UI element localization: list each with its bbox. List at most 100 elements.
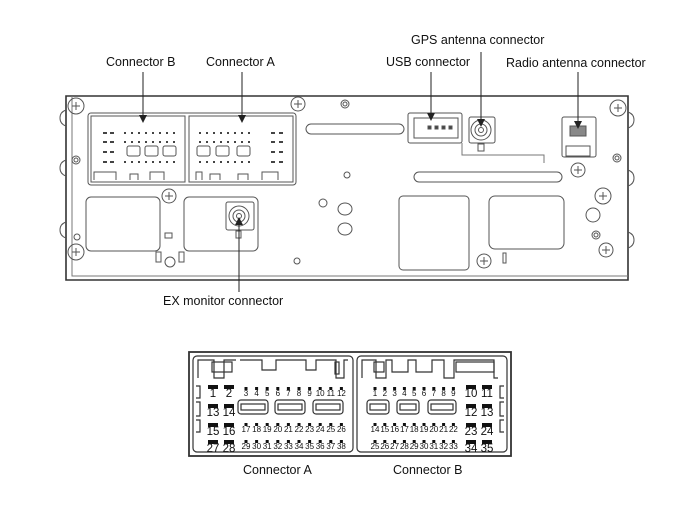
unit-pin-dot (220, 161, 222, 163)
pin-marker (393, 423, 397, 426)
connector-a-pin: 8 (297, 387, 302, 398)
unit-pin-dot (241, 161, 243, 163)
pin-number: 20 (273, 425, 282, 434)
pin-number: 18 (410, 425, 419, 434)
unit-pin-dot (199, 161, 201, 163)
connector-a-pin: 27 (207, 440, 219, 455)
pin-marker (466, 385, 476, 389)
callout-connector-b: Connector B (106, 55, 176, 69)
callout-connector-a: Connector A (206, 55, 275, 69)
pin-marker (318, 387, 322, 390)
connector-a-pin: 13 (207, 404, 219, 419)
pin-number: 18 (252, 425, 261, 434)
pin-marker (393, 440, 397, 443)
pin-number: 11 (481, 388, 493, 400)
unit-pin-dot (248, 141, 250, 143)
pin-marker (422, 423, 426, 426)
connector-b-pin: 22 (449, 423, 458, 434)
pin-number: 21 (284, 425, 293, 434)
arrowhead-icon (427, 113, 435, 121)
connector-a-pin: 22 (295, 423, 304, 434)
connector-a-pin: 16 (223, 423, 235, 438)
pin-marker (255, 387, 259, 390)
pin-number: 22 (295, 425, 304, 434)
pin-number: 15 (207, 426, 220, 438)
connector-a-pin: 3 (244, 387, 249, 398)
unit-pin-dot (206, 161, 208, 163)
pin-number: 2 (383, 389, 388, 398)
unit-pin-dot (213, 132, 215, 134)
connector-b-pin: 35 (481, 440, 493, 455)
pin-marker (393, 387, 397, 390)
unit-pin-dot (248, 132, 250, 134)
connector-b-housing (356, 355, 508, 453)
usb-connector (407, 112, 463, 144)
unit-pin-dot (166, 161, 168, 163)
pin-marker (432, 440, 436, 443)
pin-number: 24 (481, 426, 494, 438)
pin-number: 34 (465, 443, 478, 455)
pin-marker (412, 440, 416, 443)
pin-number: 28 (400, 442, 409, 451)
unit-pin-dot (138, 161, 140, 163)
pin-number: 10 (316, 389, 325, 398)
pin-marker (244, 423, 248, 426)
pin-number: 19 (420, 425, 429, 434)
pin-number: 38 (337, 442, 346, 451)
connector-b-pin: 10 (465, 385, 477, 400)
unit-pin-dot (159, 132, 161, 134)
connector-a-pin: 5 (265, 387, 270, 398)
connector-a-pin: 31 (263, 440, 272, 451)
connector-b-pin: 6 (422, 387, 427, 398)
pin-marker (442, 387, 446, 390)
pin-number: 19 (263, 425, 272, 434)
pin-marker (412, 387, 416, 390)
unit-pin-dot (206, 141, 208, 143)
connector-a-pin: 23 (305, 423, 315, 434)
caption-connector-b: Connector B (393, 463, 463, 477)
pin-number: 11 (327, 389, 336, 398)
unit-pin-dot (227, 132, 229, 134)
pin-number: 15 (380, 425, 389, 434)
pin-marker (451, 387, 455, 390)
pin-number: 17 (400, 425, 409, 434)
pin-number: 1 (210, 388, 216, 400)
pin-marker (451, 423, 455, 426)
unit-pin-dot (173, 141, 175, 143)
unit-pin-dot (248, 161, 250, 163)
pin-number: 4 (254, 389, 259, 398)
screw-icon (161, 188, 177, 204)
pin-marker (373, 423, 377, 426)
connector-b-pin: 28 (400, 440, 409, 451)
connector-a-pin: 11 (327, 387, 336, 398)
pin-number: 6 (422, 389, 427, 398)
pin-number: 1 (373, 389, 378, 398)
pin-marker (255, 423, 259, 426)
pin-marker (265, 387, 269, 390)
connector-b-pin: 29 (410, 440, 419, 451)
pin-number: 30 (252, 442, 261, 451)
unit-pin-dot (227, 141, 229, 143)
unit-pin-dot (206, 132, 208, 134)
connector-a-pin: 15 (207, 423, 220, 438)
pin-marker (208, 440, 218, 444)
unit-pin-dot (199, 141, 201, 143)
connector-a-pin: 4 (254, 387, 259, 398)
pin-marker (373, 387, 377, 390)
connector-b-pin: 1 (373, 387, 378, 398)
connector-b-pin: 18 (410, 423, 419, 434)
pin-number: 33 (449, 442, 458, 451)
pin-marker (286, 440, 290, 443)
pin-number: 21 (439, 425, 448, 434)
callout-leaders (139, 52, 582, 292)
pin-marker (208, 423, 218, 427)
connector-b-pin: 11 (481, 385, 493, 400)
connector-a-pin: 25 (326, 423, 336, 434)
connector-a-pin: 7 (286, 387, 291, 398)
unit-pin-dot (234, 141, 236, 143)
pin-marker (383, 423, 387, 426)
unit-connector-pins (103, 132, 283, 163)
unit-pin-dot (227, 161, 229, 163)
unit-pin-dot (131, 161, 133, 163)
pin-number: 12 (465, 407, 478, 419)
